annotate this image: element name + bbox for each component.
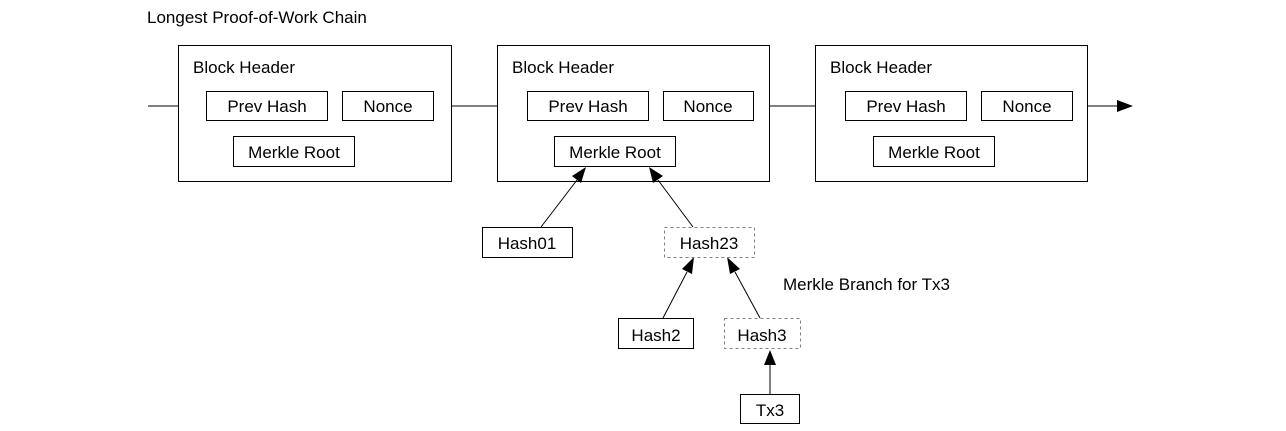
block-1-nonce-box: [342, 91, 434, 121]
hash23-box: [664, 227, 755, 258]
block-3-nonce-label: Nonce: [1002, 97, 1051, 116]
hash23-label: Hash23: [680, 234, 739, 253]
block-2-prev-hash-label: Prev Hash: [548, 97, 627, 116]
block-3: Block Header Prev Hash Nonce Merkle Root: [815, 45, 1088, 182]
block-1: Block Header Prev Hash Nonce Merkle Root: [178, 45, 452, 182]
block-2-merkle-root-label: Merkle Root: [569, 143, 661, 162]
hash01-label: Hash01: [498, 234, 557, 253]
block-1-nonce-label: Nonce: [363, 97, 412, 116]
block-2-prev-hash-box: [527, 91, 649, 121]
block-1-merkle-root-box: [233, 136, 355, 167]
block-2-header-label: Block Header: [512, 58, 614, 77]
tx3-box: [740, 394, 800, 424]
block-3-nonce-box: [981, 91, 1073, 121]
arrow-tx3-to-hash3: [764, 350, 776, 394]
block-1-merkle-root-label: Merkle Root: [248, 143, 340, 162]
block-2: Block Header Prev Hash Nonce Merkle Root: [497, 45, 770, 182]
block-3-merkle-root-label: Merkle Root: [888, 143, 980, 162]
arrow-hash23-to-merkle-root: [649, 167, 694, 228]
block-1-header-label: Block Header: [193, 58, 295, 77]
block-3-prev-hash-label: Prev Hash: [866, 97, 945, 116]
block-3-header-label: Block Header: [830, 58, 932, 77]
block-3-prev-hash-box: [845, 91, 967, 121]
hash2-box: [618, 318, 694, 349]
block-1-prev-hash-label: Prev Hash: [227, 97, 306, 116]
merkle-branch-label: Merkle Branch for Tx3: [783, 275, 950, 294]
block-2-merkle-root-box: [554, 136, 676, 167]
arrow-hash01-to-merkle-root: [540, 167, 586, 228]
hash2-label: Hash2: [631, 326, 680, 345]
hash3-label: Hash3: [737, 326, 786, 345]
arrow-hash2-to-hash23: [662, 257, 694, 319]
block-2-nonce-box: [663, 91, 754, 121]
hash3-box: [724, 318, 801, 349]
hash01-box: [482, 227, 573, 258]
block-1-prev-hash-box: [206, 91, 328, 121]
block-3-merkle-root-box: [873, 136, 995, 167]
arrow-hash3-to-hash23: [727, 257, 761, 319]
diagram-title: Longest Proof-of-Work Chain: [147, 8, 367, 27]
block-2-nonce-label: Nonce: [683, 97, 732, 116]
tx3-label: Tx3: [756, 401, 784, 420]
